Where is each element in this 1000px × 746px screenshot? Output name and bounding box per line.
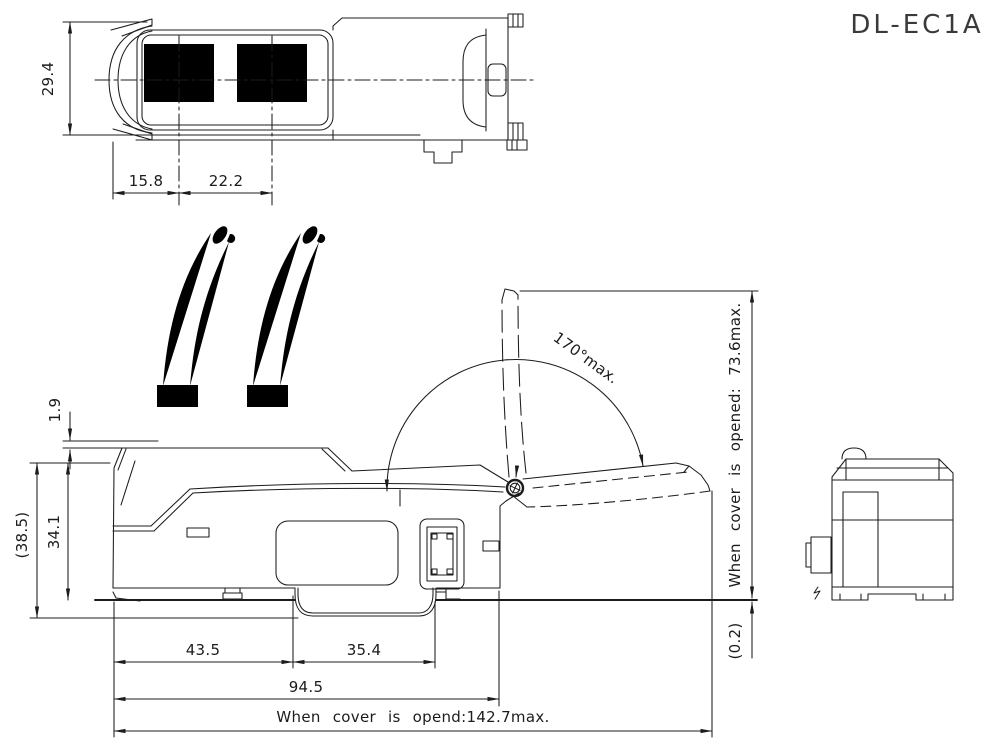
dim-overall-height: (38.5) xyxy=(13,512,31,559)
dim-mount-gap: (0.2) xyxy=(726,622,744,659)
side-view-dimensions-right: When cover is opened: 73.6max. (0.2) xyxy=(519,290,759,660)
front-view-dimensions: 29.4 15.8 22.2 xyxy=(39,21,421,200)
dim-body-height: 34.1 xyxy=(45,515,63,550)
dim-rear-section: 35.4 xyxy=(347,641,382,659)
side-view-dimensions-bottom: 43.5 35.4 94.5 When cover is opend:142.7… xyxy=(113,490,713,738)
din-clip-tab xyxy=(423,139,463,164)
dim-overall-length: 94.5 xyxy=(289,678,324,696)
angle-arc xyxy=(384,358,644,492)
side-view-dimensions-left: 1.9 34.1 (38.5) xyxy=(13,398,299,619)
ethernet-cable-left xyxy=(157,223,236,448)
side-view: 170°max. 1.9 34.1 (38.5) 43.5 35.4 94.5 … xyxy=(13,223,759,738)
ethernet-cable-right xyxy=(247,223,326,448)
connector-port xyxy=(419,518,465,590)
dim-port-pitch: 22.2 xyxy=(209,172,244,190)
hinge-screw-icon xyxy=(505,478,525,498)
cover-open-right xyxy=(512,462,711,508)
dim-open-angle: 170°max. xyxy=(550,328,622,387)
dim-open-height-note: When cover is opened: 73.6max. xyxy=(726,303,744,588)
front-view: 29.4 15.8 22.2 xyxy=(39,13,538,206)
page-title: DL-EC1A xyxy=(850,10,983,40)
end-view-top-bump xyxy=(841,447,867,460)
hinge-leader-arrow xyxy=(514,465,520,478)
cover-open-up xyxy=(501,288,527,478)
end-view-side-tab xyxy=(810,536,832,574)
end-view xyxy=(805,447,954,601)
end-view-latch-slider xyxy=(842,491,879,588)
dim-height: 29.4 xyxy=(39,62,57,97)
dim-front-section: 43.5 xyxy=(186,641,221,659)
dim-open-length-note: When cover is opend:142.7max. xyxy=(276,708,549,726)
dim-left-port-offset: 15.8 xyxy=(129,172,164,190)
dim-top-step: 1.9 xyxy=(46,398,64,423)
side-body xyxy=(94,447,758,617)
label-area xyxy=(275,520,399,586)
